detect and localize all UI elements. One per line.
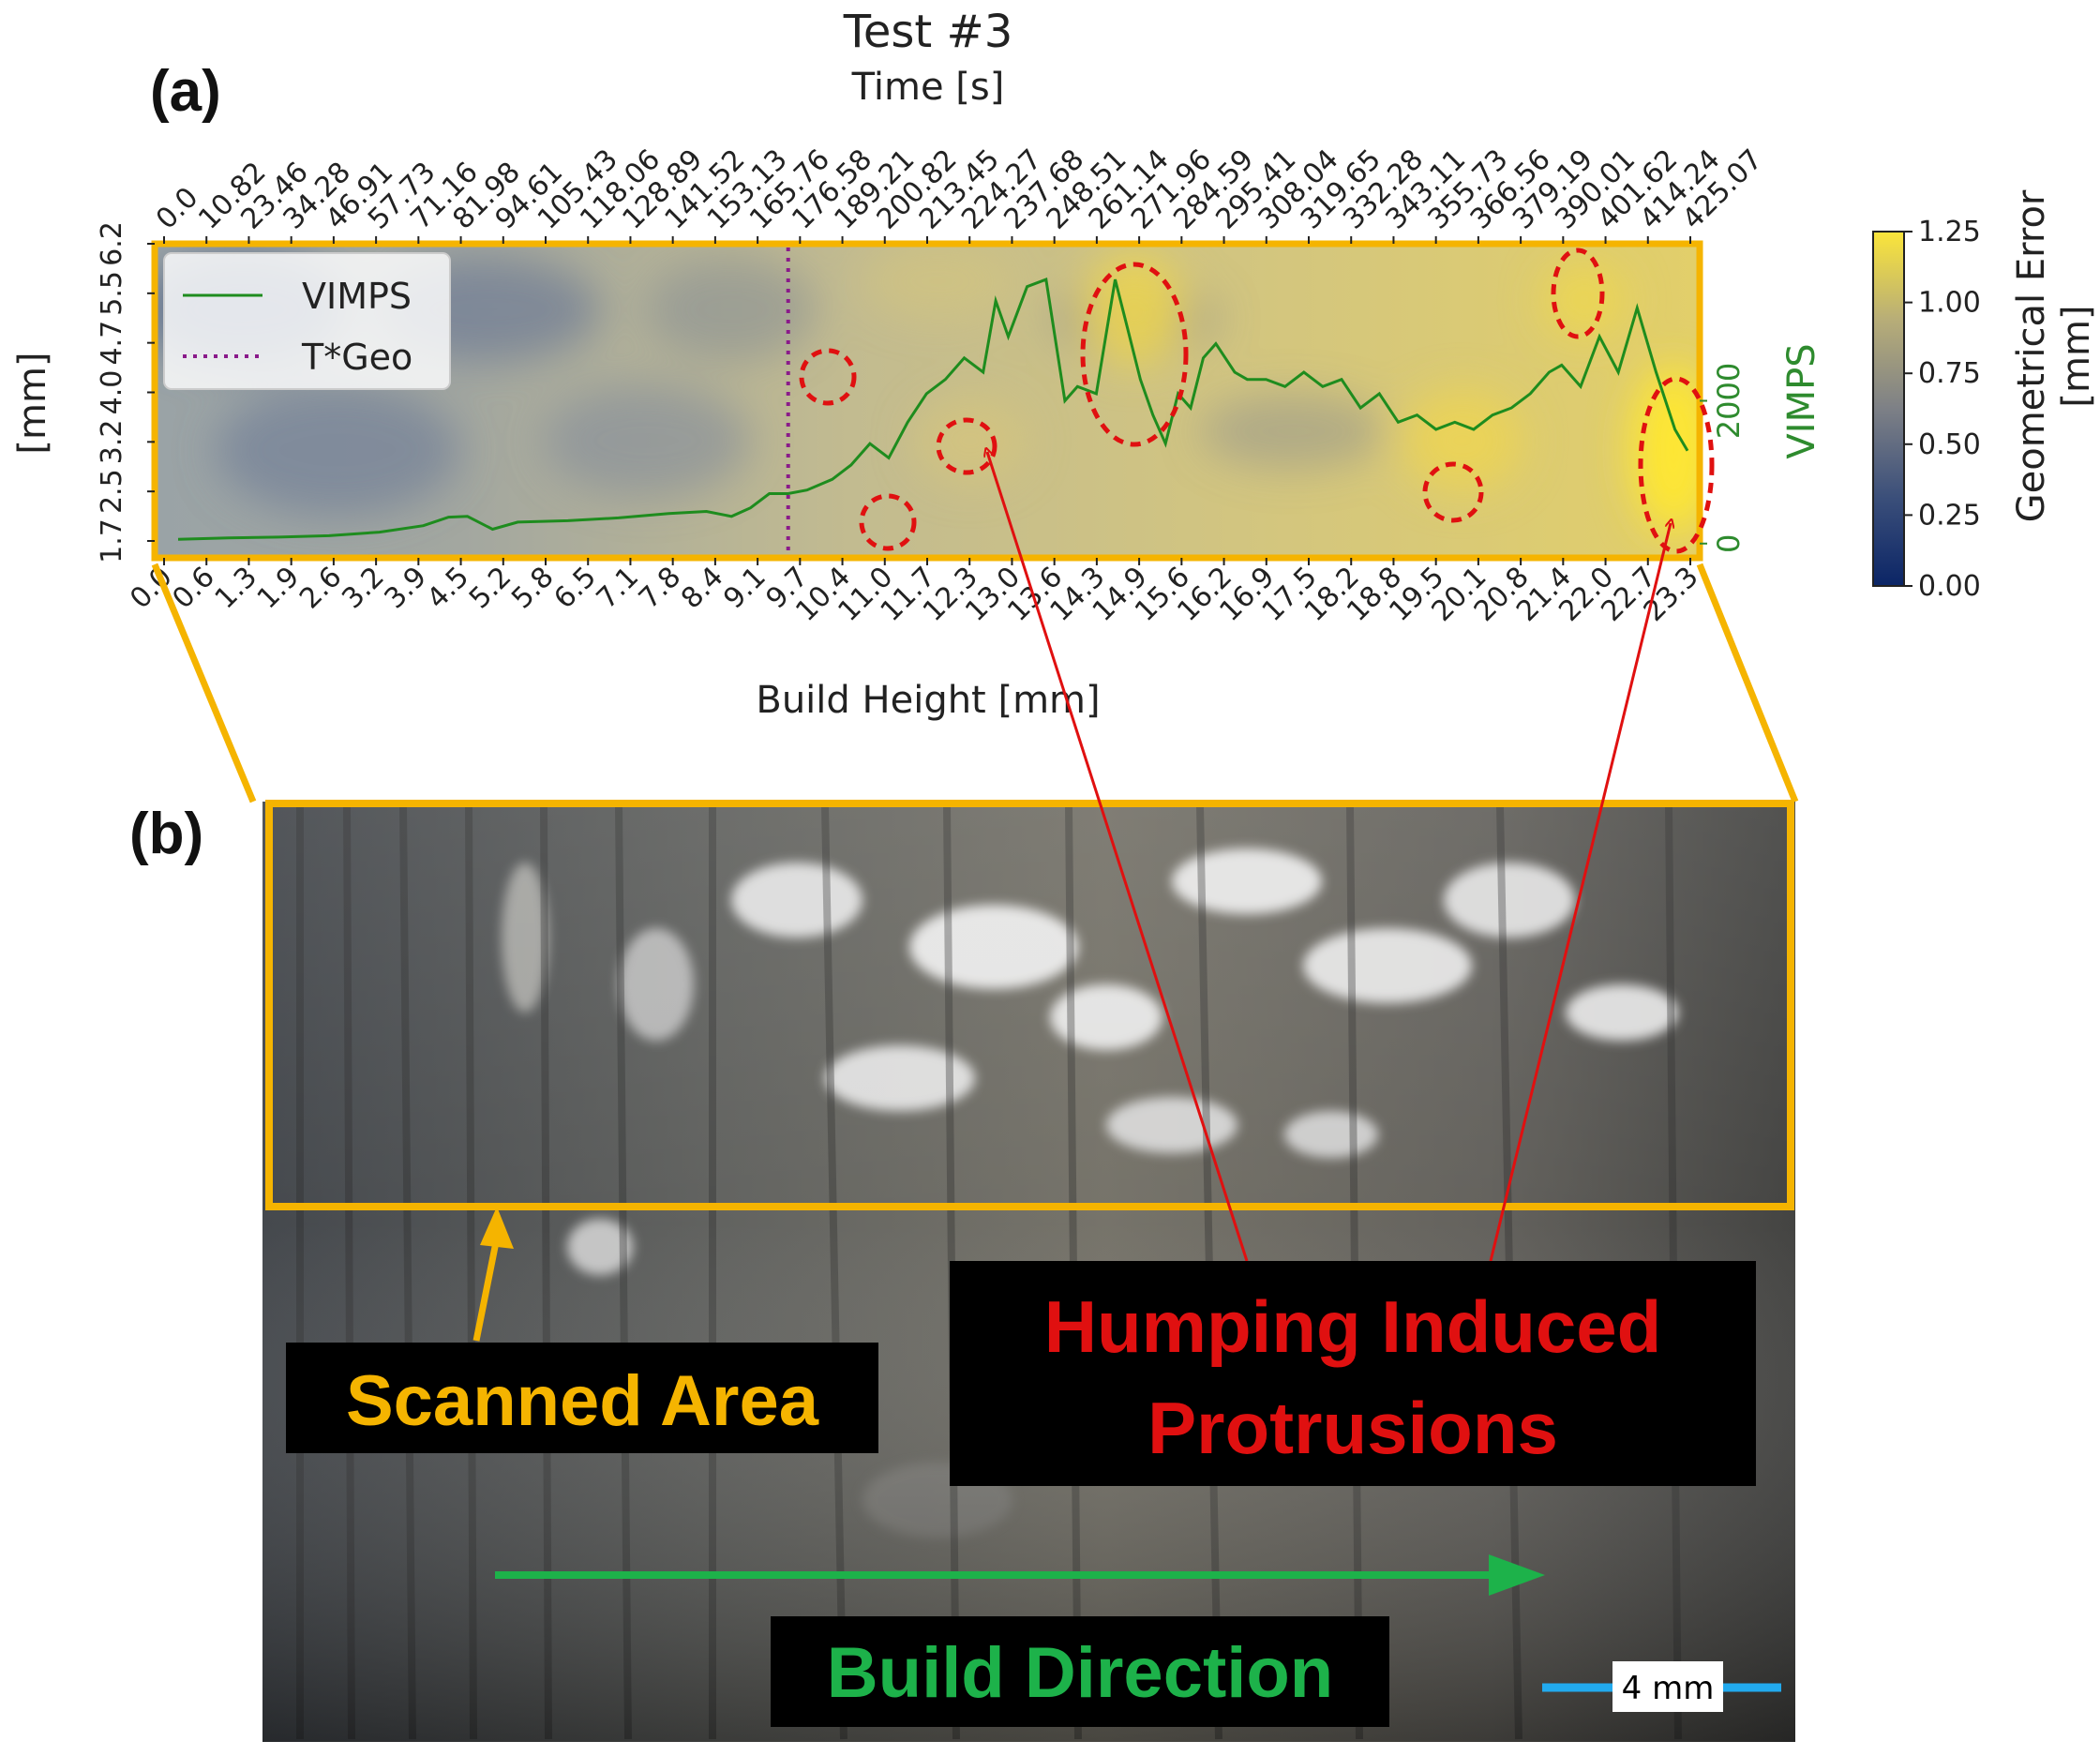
colorbar-tick-label: 0.75 xyxy=(1918,357,1981,390)
left-tick-labels: 1.7 2.5 3.2 4.0 4.7 5.5 6.2 xyxy=(96,221,155,563)
colorbar-ticks: 0.00 0.25 0.50 0.75 1.00 1.25 xyxy=(1904,216,1981,603)
left-tick-label: 4.0 xyxy=(96,370,128,415)
heatmap xyxy=(155,244,1700,558)
left-tick-label: 4.7 xyxy=(96,321,128,366)
defect-marker xyxy=(799,348,857,406)
defect-marker xyxy=(859,493,917,551)
colorbar-tick-label: 1.25 xyxy=(1918,216,1981,248)
left-axis-label: [mm] xyxy=(11,352,54,454)
left-tick-label: 3.2 xyxy=(96,419,128,464)
right-tick-labels: 0 2000 xyxy=(1700,363,1747,553)
top-tick-labels: 0.010.8223.4634.2846.9157.7371.1681.9894… xyxy=(150,143,1769,244)
chart-title: Test #3 xyxy=(843,6,1013,58)
left-tick-label: 6.2 xyxy=(96,221,128,266)
defect-markers xyxy=(799,248,1715,554)
panel-label-b: (b) xyxy=(129,802,203,866)
legend: VIMPS T*Geo xyxy=(163,252,451,390)
defect-marker xyxy=(1080,262,1189,447)
colorbar-label-line2: [mm] xyxy=(2055,305,2098,407)
humping-label-box xyxy=(950,1261,1756,1486)
build-direction-label-box xyxy=(771,1616,1389,1727)
scanned-area-label-box xyxy=(286,1343,878,1453)
right-tick-label: 0 xyxy=(1711,534,1747,553)
colorbar-tick-label: 0.25 xyxy=(1918,499,1981,532)
scanned-area-frame xyxy=(265,800,1794,1210)
colorbar: 0.00 0.25 0.50 0.75 1.00 1.25 Geometrical Err… xyxy=(1872,189,2098,603)
humping-label-line2: Protrusions xyxy=(1148,1387,1558,1469)
top-axis-label: Time [s] xyxy=(851,66,1005,109)
scanned-area-arrow-shaft xyxy=(472,1237,501,1342)
x-axis-label: Build Height [mm] xyxy=(756,679,1100,722)
scanned-area-arrow-head xyxy=(480,1207,514,1249)
defect-marker xyxy=(1551,248,1605,339)
left-tick-label: 1.7 xyxy=(96,518,128,563)
panel-label-a: (a) xyxy=(150,59,221,124)
defect-marker xyxy=(936,417,998,475)
scale-bar-label-box xyxy=(1612,1661,1723,1712)
zoom-connector-right xyxy=(1696,563,1799,803)
colorbar-tick-label: 0.00 xyxy=(1918,570,1981,603)
defect-marker xyxy=(1638,376,1715,554)
defect-marker xyxy=(1422,461,1484,523)
colorbar-tick-label: 1.00 xyxy=(1918,287,1981,320)
colorbar-tick-label: 0.50 xyxy=(1918,428,1981,461)
humping-label-line1: Humping Induced xyxy=(1044,1285,1662,1368)
vimps-series-line xyxy=(177,278,1689,541)
left-tick-label: 5.5 xyxy=(96,271,128,316)
build-direction-label: Build Direction xyxy=(827,1633,1333,1713)
colorbar-label-line1: Geometrical Error xyxy=(2010,189,2053,522)
build-direction-arrow-head xyxy=(1489,1554,1545,1596)
scale-bar-label: 4 mm xyxy=(1622,1670,1715,1707)
zoom-connector-left xyxy=(151,563,257,803)
humping-arrow-right xyxy=(1489,523,1671,1262)
legend-label-tgeo: T*Geo xyxy=(301,337,412,378)
right-tick-label: 2000 xyxy=(1711,363,1747,439)
scanned-area-label: Scanned Area xyxy=(346,1361,819,1441)
right-axis-label: VIMPS xyxy=(1780,343,1823,458)
left-tick-label: 2.5 xyxy=(96,469,128,514)
legend-label-vimps: VIMPS xyxy=(302,276,412,317)
bottom-tick-labels: 0.00.61.31.92.63.23.94.55.25.86.57.17.88… xyxy=(124,558,1705,628)
humping-arrow-left xyxy=(987,452,1249,1262)
